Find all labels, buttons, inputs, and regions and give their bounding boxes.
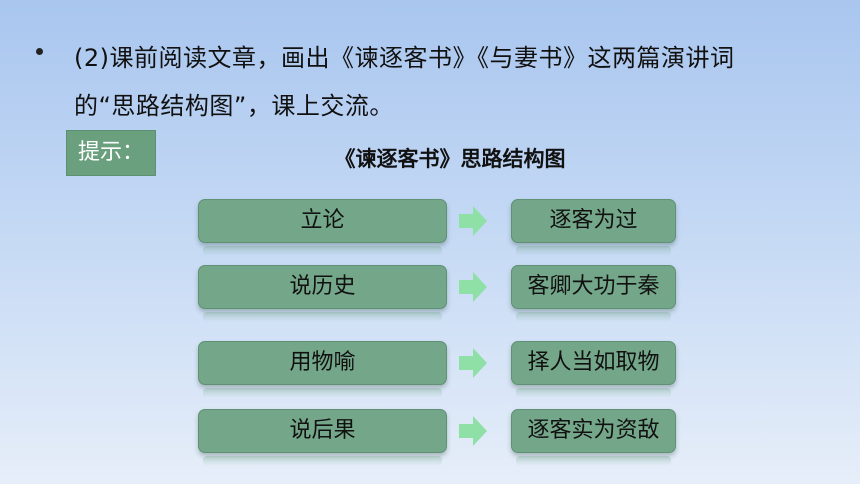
row-1-right-box: 逐客为过 — [511, 199, 676, 256]
arrow-right-icon — [459, 416, 487, 446]
question-line-1: (2)课前阅读文章，画出《谏逐客书》《与妻书》这两篇演讲词 — [74, 44, 735, 72]
row-3-left-box: 用物喻 — [198, 341, 447, 398]
question-paragraph: (2)课前阅读文章，画出《谏逐客书》《与妻书》这两篇演讲词 的“思路结构图”，课… — [74, 34, 834, 130]
row-3-right-box: 择人当如取物 — [511, 341, 676, 398]
bullet-point — [36, 48, 43, 55]
question-line-2: 的“思路结构图”，课上交流。 — [74, 92, 394, 120]
arrow-right-icon — [459, 272, 487, 302]
row-4-right-box: 逐客实为资敌 — [511, 409, 676, 466]
row-2-left-box: 说历史 — [198, 265, 447, 322]
row-1-left-box: 立论 — [198, 199, 447, 256]
hint-label: 提示： — [66, 130, 156, 176]
row-2-right-box: 客卿大功于秦 — [511, 265, 676, 322]
arrow-right-icon — [459, 348, 487, 378]
arrow-right-icon — [459, 206, 487, 236]
row-4-left-box: 说后果 — [198, 409, 447, 466]
diagram-title: 《谏逐客书》思路结构图 — [334, 147, 566, 171]
